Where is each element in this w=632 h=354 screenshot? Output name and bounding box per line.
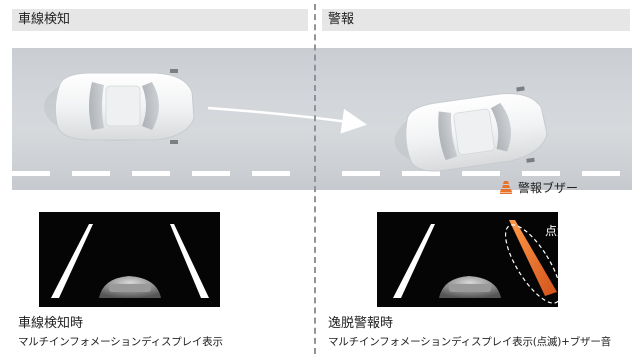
lane-detection-title: 車線検知: [12, 9, 308, 31]
caption-left-sub: マルチインフォメーションディスプレイ表示: [18, 336, 223, 348]
buzzer-label: 警報ブザー: [518, 180, 579, 195]
car-left: [44, 69, 195, 144]
car-right: [394, 86, 548, 172]
display-illustration-left: [51, 224, 209, 298]
lane-line-top: [12, 43, 632, 48]
display-illustration-right: [393, 220, 558, 304]
left-lane-line: [393, 224, 435, 298]
buzzer-indicator: 警報ブザー: [500, 178, 578, 196]
flash-highlight-ring: [504, 224, 558, 304]
display-lane-detected: [39, 212, 220, 307]
road-scene: [12, 43, 632, 190]
caption-right-sub: マルチインフォメーションディスプレイ表示(点滅)+ブザー音: [328, 336, 611, 348]
right-lane-line: [170, 224, 209, 298]
buzzer-icon: [500, 180, 512, 194]
lane-line-dashed: [12, 171, 620, 176]
caption-left-title: 車線検知時: [18, 316, 84, 331]
warning-lane-line: [509, 220, 557, 296]
panel-divider: [314, 4, 316, 354]
left-lane-line: [51, 224, 93, 298]
display-departure-warning: [377, 212, 558, 307]
road-illustration: [12, 43, 632, 176]
flash-label: 点滅: [545, 224, 570, 238]
lane-change-arrow: [207, 106, 367, 134]
warning-title: 警報: [322, 9, 630, 31]
caption-right-title: 逸脱警報時: [328, 316, 394, 331]
